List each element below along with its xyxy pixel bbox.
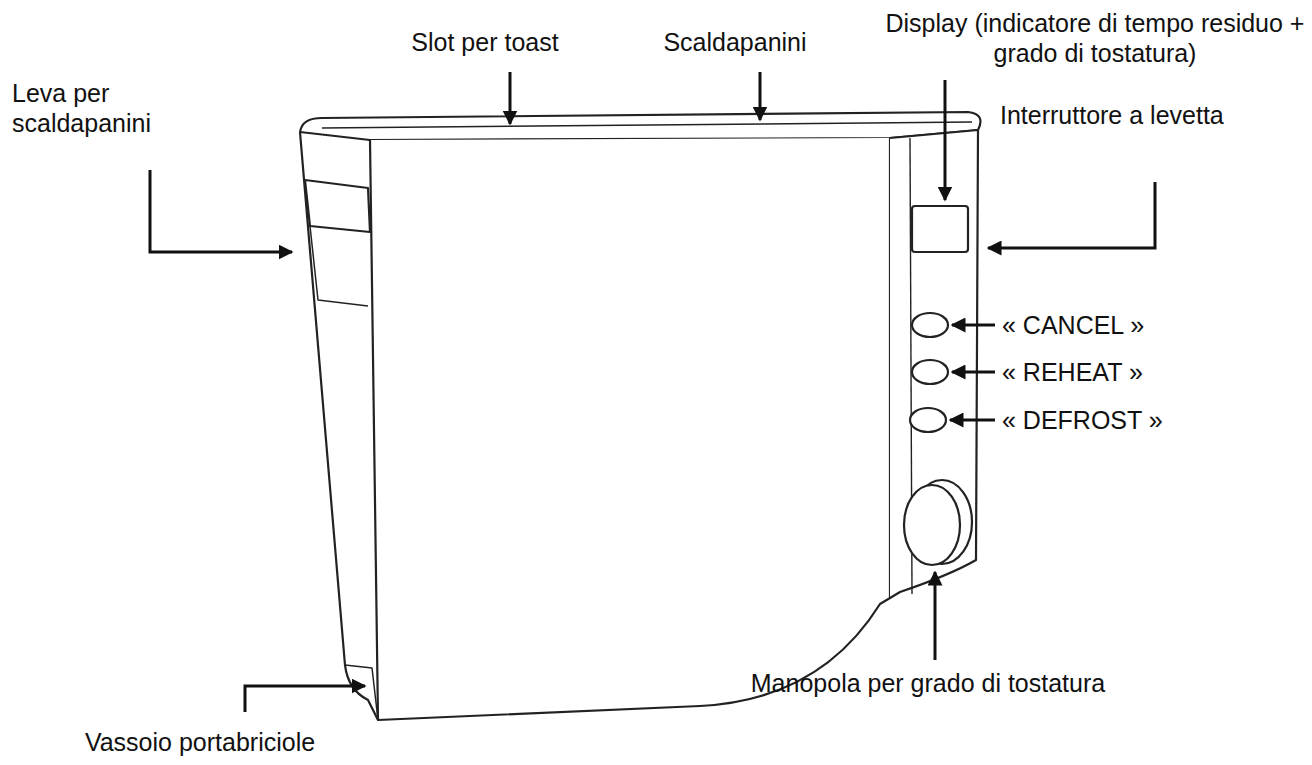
part-label: Leva per scaldapanini (12, 78, 202, 138)
reheat-button (912, 360, 948, 384)
toaster-body (300, 112, 980, 720)
leader-line (934, 572, 937, 660)
part-label: Interruttore a levetta (1000, 100, 1224, 130)
part-label: Vassoio portabriciole (85, 727, 315, 757)
leader-line (509, 72, 512, 124)
leader-line (952, 371, 995, 374)
part-label: « DEFROST » (1002, 405, 1163, 435)
leader-line (944, 80, 947, 200)
leader-line (950, 419, 995, 422)
part-label: « REHEAT » (1002, 357, 1143, 387)
front-face (370, 138, 890, 720)
leader-line (150, 170, 292, 252)
leader-line (952, 324, 995, 327)
crumb-tray (345, 665, 378, 720)
browning-knob (904, 485, 960, 565)
part-label: Display (indicatore di tempo residuo + g… (885, 8, 1305, 68)
side-edge (300, 132, 378, 720)
display-window (912, 206, 968, 252)
part-label: Slot per toast (411, 27, 558, 57)
leader-line (245, 686, 365, 712)
part-label: Scaldapanini (663, 27, 806, 57)
top-surface (300, 112, 980, 132)
toaster-lever (305, 180, 370, 232)
leader-line (988, 182, 1155, 248)
lever-slot (310, 226, 368, 306)
leader-lines (150, 72, 1155, 712)
leader-line (759, 72, 762, 120)
toast-slot (322, 122, 972, 128)
part-label: Manopola per grado di tostatura (751, 668, 1105, 698)
cancel-button (912, 313, 948, 337)
control-panel (890, 130, 978, 598)
part-label: « CANCEL » (1002, 310, 1144, 340)
defrost-button (910, 408, 946, 432)
